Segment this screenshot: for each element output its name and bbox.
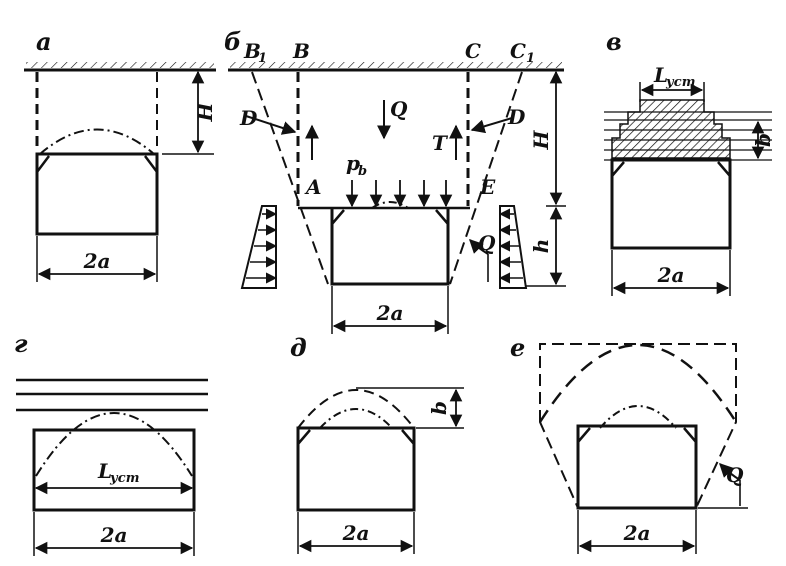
- corner-fillets: [578, 428, 696, 442]
- point-C1-subscript: 1: [526, 51, 535, 66]
- force-D-right-label: D: [507, 105, 526, 129]
- excavation-section: [332, 208, 448, 284]
- panel-d-label: д: [290, 333, 307, 362]
- dim-2a-label: 2a: [657, 263, 685, 287]
- arch-curve: [40, 130, 154, 155]
- rock-layers: [16, 380, 208, 410]
- weight-Q-label: Q: [390, 97, 408, 121]
- point-E-label: E: [479, 175, 496, 199]
- dim-b-label: b: [751, 133, 775, 147]
- dim-h-label: h: [529, 239, 553, 254]
- dim-H-label: H: [193, 101, 217, 122]
- corner-fillets: [332, 210, 448, 224]
- dim-L-subscript: уст: [665, 75, 695, 90]
- panel-b: б B 1 B C C 1 D D T Q A E p b: [224, 27, 566, 334]
- ground-hatch: [26, 62, 214, 68]
- dim-2a-label: 2a: [83, 249, 111, 273]
- panel-e: е Q 2a: [510, 333, 748, 554]
- panel-b-label: б: [224, 27, 241, 56]
- collapse-zone-hatched: [612, 100, 730, 158]
- corner-fillets: [612, 162, 730, 176]
- arch-curve: [320, 409, 392, 428]
- dim-b-label: b: [427, 401, 451, 415]
- excavation-section: [37, 154, 157, 234]
- panel-a: а H 2a: [24, 27, 217, 282]
- collapse-dome: [540, 345, 736, 422]
- force-Q-label: Q: [726, 463, 744, 487]
- point-C-label: C: [465, 39, 481, 63]
- arch-curve: [36, 413, 192, 476]
- friction-T-label: T: [432, 131, 449, 155]
- point-C1-label: C: [510, 39, 526, 63]
- panel-e-label: е: [510, 333, 525, 362]
- dim-H-label: H: [529, 129, 553, 150]
- corner-fillets: [298, 430, 414, 444]
- lateral-pressure-diagram-right: [500, 206, 526, 288]
- dim-L-subscript: уст: [109, 471, 139, 486]
- panel-g-label: г: [14, 329, 28, 358]
- excavation-section: [34, 430, 194, 510]
- point-A-label: A: [304, 175, 322, 199]
- force-D-right: [472, 118, 512, 130]
- panel-a-label: а: [36, 27, 52, 56]
- load-p-subscript: b: [358, 164, 367, 179]
- corner-fillets: [37, 156, 157, 172]
- lateral-pressure-diagram-left: [242, 206, 276, 288]
- dim-2a-label: 2a: [100, 523, 128, 547]
- lateral-pressure-arrows-left: [246, 214, 276, 278]
- distributed-load-arrows: [352, 180, 446, 206]
- panel-v-label: в: [606, 27, 622, 56]
- side-Q-label: Q: [478, 231, 496, 255]
- excavation-section: [298, 428, 414, 510]
- excavation-section: [578, 426, 696, 508]
- panel-d: д b 2a: [290, 333, 464, 554]
- dim-2a-label: 2a: [342, 521, 370, 545]
- panel-v: в L уст b 2a: [604, 27, 775, 296]
- force-D-left-label: D: [239, 106, 258, 130]
- point-B-label: B: [292, 39, 310, 63]
- point-B1-subscript: 1: [258, 51, 267, 66]
- panel-g: г L уст 2a: [14, 329, 208, 556]
- dim-2a-label: 2a: [623, 521, 651, 545]
- excavation-section: [612, 160, 730, 248]
- dim-2a-label: 2a: [376, 301, 404, 325]
